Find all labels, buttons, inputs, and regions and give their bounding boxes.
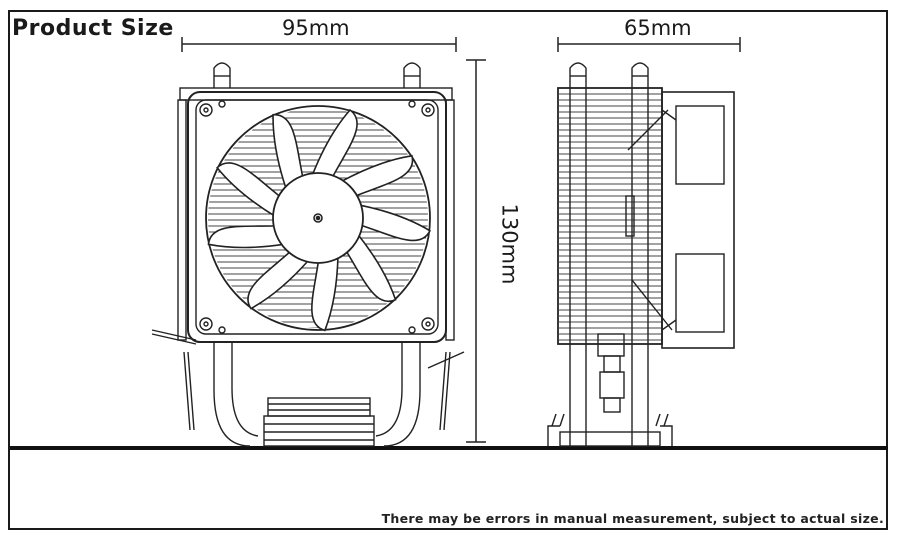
heatpipe-icon [213, 62, 421, 88]
fan-icon [204, 108, 432, 334]
width-label: 95mm [282, 16, 350, 40]
height-dimension-line [466, 59, 486, 443]
height-label: 130mm [497, 203, 522, 285]
ground-line [10, 446, 888, 450]
width-dimension-line [181, 37, 457, 52]
heatsink-icon [557, 87, 663, 345]
depth-dimension-line [557, 37, 741, 52]
depth-label: 65mm [624, 16, 692, 40]
front-view-cooler [151, 62, 465, 447]
disclaimer-note: There may be errors in manual measuremen… [381, 511, 884, 526]
side-view-cooler [547, 62, 735, 447]
page-title: Product Size [12, 16, 174, 41]
fan-frame [187, 91, 447, 343]
diagram-frame [8, 10, 888, 530]
